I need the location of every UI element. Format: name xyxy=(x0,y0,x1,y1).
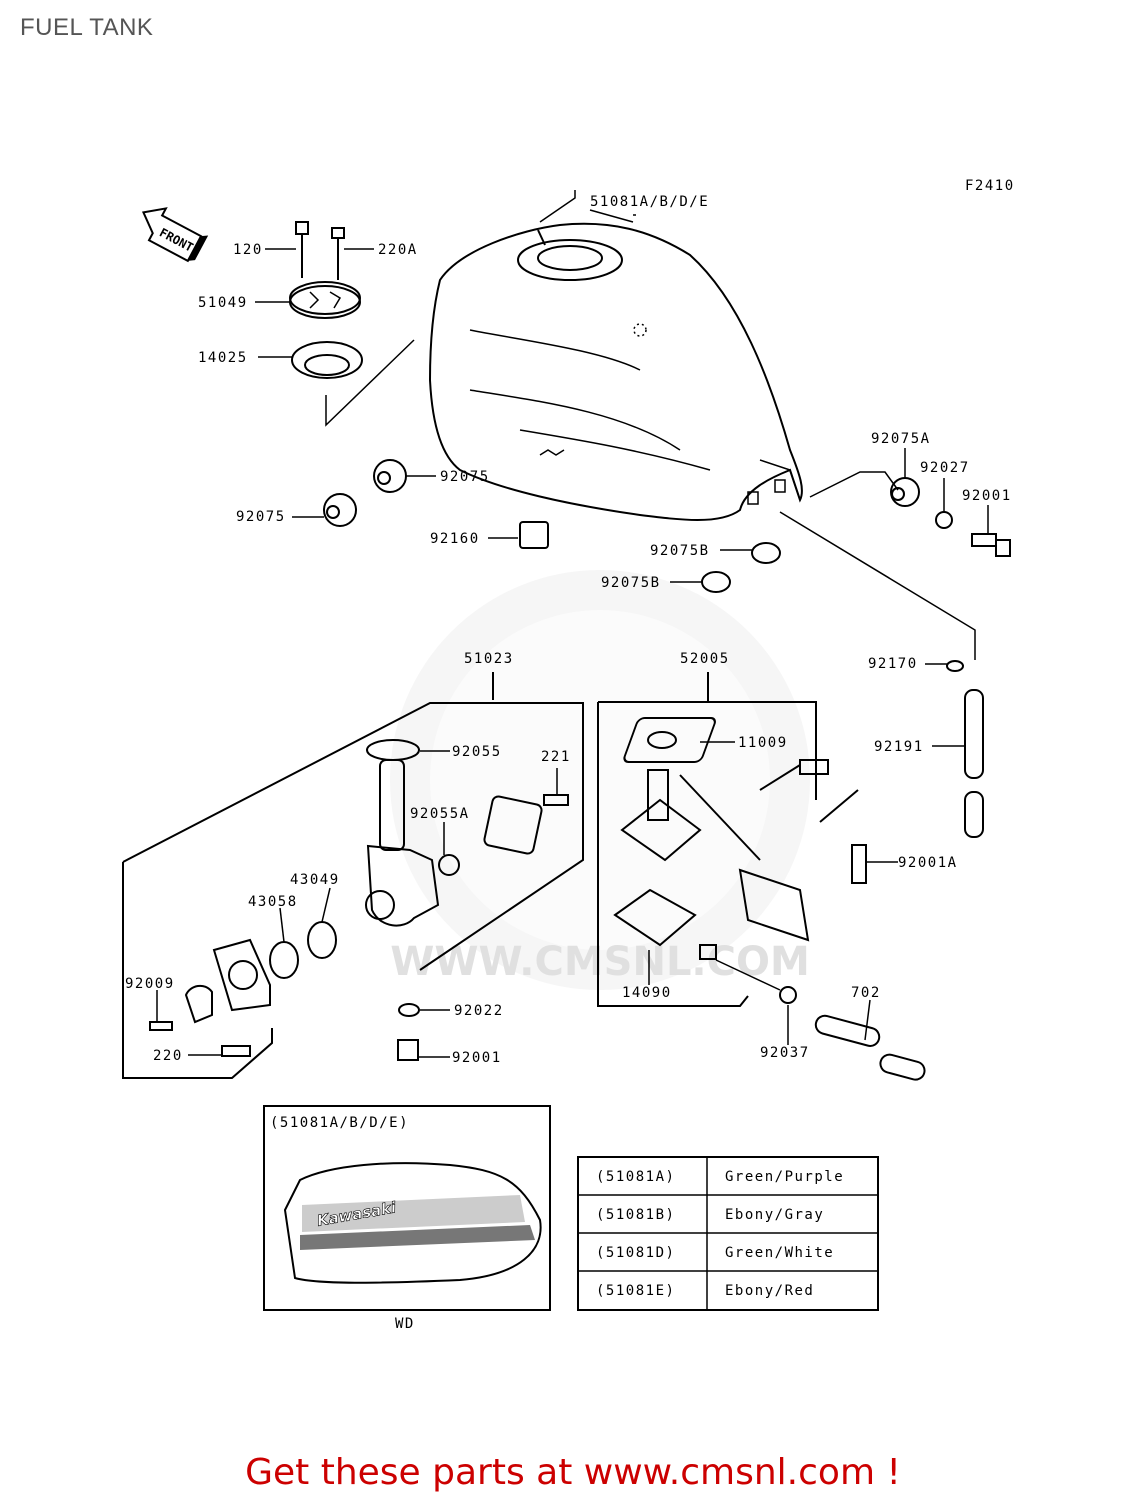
part-label: 221 xyxy=(541,749,571,765)
table-cell-color: Ebony/Red xyxy=(725,1283,814,1299)
part-label: 120 xyxy=(233,242,263,258)
part-label: 92055A xyxy=(410,806,470,822)
part-label: 14025 xyxy=(198,350,248,366)
fuel-tap-group xyxy=(122,672,584,1079)
table-cell-code: (51081A) xyxy=(596,1169,675,1185)
part-label: 92037 xyxy=(760,1045,810,1061)
table-cell-code: (51081E) xyxy=(596,1283,675,1299)
part-label: 92075 xyxy=(236,509,286,525)
svg-text:WWW.CMSNL.COM: WWW.CMSNL.COM xyxy=(390,939,810,985)
footer-link[interactable]: Get these parts at www.cmsnl.com ! xyxy=(245,1452,901,1493)
part-label: 14090 xyxy=(622,985,672,1001)
part-label: 92075 xyxy=(440,469,490,485)
table-cell-code: (51081B) xyxy=(596,1207,675,1223)
page-title: FUEL TANK xyxy=(20,14,154,41)
footer-promo[interactable]: Get these parts at www.cmsnl.com ! xyxy=(0,1452,1146,1493)
part-label: 92075B xyxy=(601,575,661,591)
part-label: 92001 xyxy=(452,1050,502,1066)
part-label: 92022 xyxy=(454,1003,504,1019)
part-label: 92027 xyxy=(920,460,970,476)
tank-decal-inset: (51081A/B/D/E) Kawasaki WD xyxy=(263,1105,551,1332)
part-label: 92001 xyxy=(962,488,1012,504)
inset-heading: (51081A/B/D/E) xyxy=(270,1115,409,1131)
fuel-tank-diagram: WWW.CMSNL.COM F2410 FRONT xyxy=(122,178,1015,1332)
color-table: (51081A) Green/Purple (51081B) Ebony/Gra… xyxy=(577,1156,879,1311)
part-label: 52005 xyxy=(680,651,730,667)
part-label: 51049 xyxy=(198,295,248,311)
part-label: 43049 xyxy=(290,872,340,888)
part-label: 92055 xyxy=(452,744,502,760)
fuel-tank xyxy=(428,222,803,521)
part-label: 43058 xyxy=(248,894,298,910)
part-label: 11009 xyxy=(738,735,788,751)
part-label: 92075A xyxy=(871,431,931,447)
part-label: 220 xyxy=(153,1048,183,1064)
damper-parts xyxy=(323,459,1011,838)
watermark-logo: WWW.CMSNL.COM xyxy=(390,570,810,990)
part-label: 92160 xyxy=(430,531,480,547)
part-label: 92170 xyxy=(868,656,918,672)
part-label: 92009 xyxy=(125,976,175,992)
part-label: 702 xyxy=(851,985,881,1001)
table-cell-color: Ebony/Gray xyxy=(725,1207,824,1223)
part-label: 92075B xyxy=(650,543,710,559)
leader-lines xyxy=(325,190,976,660)
part-labels: 51081A/B/D/E 120 220A 51049 14025 92075 … xyxy=(125,194,1012,1066)
diagram-code: F2410 xyxy=(965,178,1015,194)
table-cell-color: Green/Purple xyxy=(725,1169,844,1185)
table-cell-color: Green/White xyxy=(725,1245,834,1261)
tank-cap-assembly xyxy=(289,221,363,379)
inset-note: WD xyxy=(395,1316,415,1332)
part-label: 51023 xyxy=(464,651,514,667)
part-label: 220A xyxy=(378,242,418,258)
table-cell-code: (51081D) xyxy=(596,1245,675,1261)
fuel-pump-group xyxy=(597,672,926,1081)
part-label: 92191 xyxy=(874,739,924,755)
part-label: 51081A/B/D/E xyxy=(590,194,709,210)
part-label: 92001A xyxy=(898,855,958,871)
front-arrow-icon: FRONT xyxy=(141,207,209,263)
